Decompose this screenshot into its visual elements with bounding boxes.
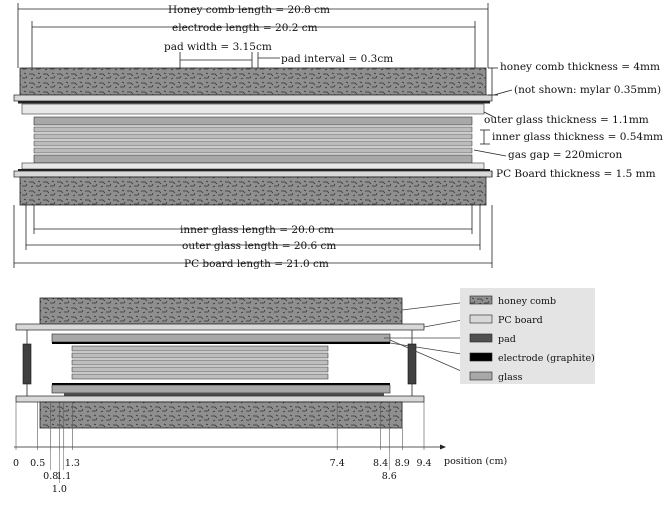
side-bottom-electrode: [52, 383, 390, 385]
inner-glass-thickness-label: inner glass thickness = 0.54mm: [492, 131, 663, 143]
side-bottom-pc-board: [15, 395, 425, 403]
position-tick-label-6: 7.4: [330, 458, 345, 469]
legend-swatch-2: [469, 333, 493, 343]
side-top-honeycomb: [39, 297, 403, 325]
position-tick-label-5: 1.3: [65, 458, 80, 469]
position-axis-arrow: [440, 444, 446, 450]
position-tick-label-8: 8.6: [382, 471, 397, 482]
top-pc-board: [13, 94, 493, 102]
position-tick-label-0: 0: [13, 458, 19, 469]
dim-electrode-length: [31, 21, 476, 68]
legend-label-4: glass: [498, 372, 523, 383]
legend-swatch-4: [469, 371, 493, 381]
position-axis-label: position (cm): [444, 456, 507, 467]
side-spacers: [22, 330, 417, 396]
position-tick-label-9: 8.9: [395, 458, 410, 469]
position-tick-label-7: 8.4: [373, 458, 388, 469]
thickness-leaders: [473, 67, 513, 177]
glass-stack: [33, 116, 473, 164]
position-tick-label-3: 1.0: [52, 484, 67, 495]
bottom-mylar: [21, 162, 485, 170]
legend-swatch-1: [469, 314, 493, 324]
bottom-dimension-lines: [13, 205, 493, 268]
legend-label-2: pad: [498, 334, 516, 345]
outer-glass-length-label: outer glass length = 20.6 cm: [182, 240, 336, 252]
bottom-pc-board: [13, 170, 493, 178]
legend-label-0: honey comb: [498, 296, 556, 307]
honeycomb-thickness-label: honey comb thickness = 4mm: [500, 61, 660, 73]
legend-swatch-3: [469, 352, 493, 362]
pc-board-thickness-label: PC Board thickness = 1.5 mm: [496, 168, 656, 180]
electrode-length-label: electrode length = 20.2 cm: [172, 22, 318, 34]
legend-label-3: electrode (graphite): [498, 353, 595, 364]
position-tick-label-1: 0.5: [30, 458, 45, 469]
side-bottom-pad: [64, 393, 384, 396]
bottom-diagram: honey comb PC board pad electrode (graphite…: [13, 288, 595, 495]
position-tick-label-4: 1.1: [56, 471, 71, 482]
dim-honeycomb-length: [17, 3, 489, 68]
side-top-electrode: [52, 342, 390, 344]
top-honeycomb: [19, 67, 487, 96]
bottom-honeycomb: [19, 176, 487, 206]
legend: honey comb PC board pad electrode (graphite…: [460, 288, 595, 384]
bottom-pad-layer: [18, 169, 490, 172]
position-tick-label-2: 0.8: [43, 471, 58, 482]
mylar-note-label: (not shown: mylar 0.35mm): [514, 84, 661, 96]
top-diagram: Honey comb length = 20.8 cm electrode le…: [13, 3, 663, 270]
legend-label-1: PC board: [498, 315, 543, 326]
side-top-pc-board: [15, 323, 425, 331]
top-mylar: [21, 103, 485, 115]
side-bottom-outer-glass: [51, 384, 391, 394]
pad-width-label: pad width = 3.15cm: [164, 41, 272, 53]
position-axis: position (cm) 0 0.5 0.8 1.0 1.1 1.3 7.4 8.4 8.6 8…: [13, 402, 507, 495]
inner-glass-length-label: inner glass length = 20.0 cm: [180, 224, 334, 236]
side-bottom-honeycomb: [39, 401, 403, 429]
pc-board-length-label: PC board length = 21.0 cm: [184, 258, 329, 270]
position-tick-label-10: 9.4: [416, 458, 431, 469]
pad-interval-label: pad interval = 0.3cm: [281, 53, 393, 65]
side-top-outer-glass: [51, 333, 391, 343]
gas-gap-label: gas gap = 220micron: [508, 149, 622, 161]
side-inner-glass-stack: [71, 345, 329, 380]
legend-swatch-0: [469, 295, 493, 305]
outer-glass-thickness-label: outer glass thickness = 1.1mm: [484, 114, 649, 126]
top-pad-layer: [18, 101, 490, 104]
honeycomb-length-label: Honey comb length = 20.8 cm: [168, 4, 330, 16]
